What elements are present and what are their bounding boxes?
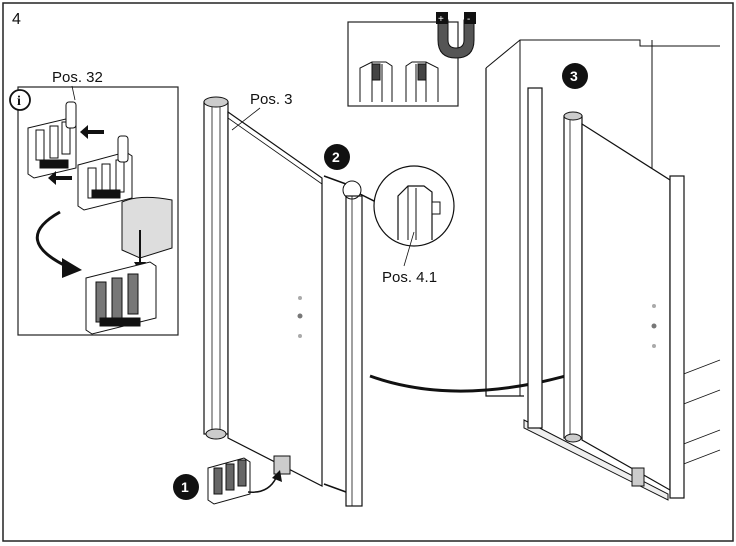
pos3-label: Pos. 3 (250, 91, 293, 108)
step2-number: 2 (332, 149, 340, 165)
installed-door (485, 39, 721, 501)
push-arrow-icon (80, 125, 104, 139)
glass-edge (121, 196, 173, 259)
push-arrow-icon (48, 171, 72, 185)
magnet-inset: + - (347, 12, 476, 107)
clip-part-lower (77, 135, 133, 211)
clip-part-upper (27, 101, 77, 179)
magnet-profile-left (359, 61, 393, 102)
info-icon (9, 89, 31, 111)
step-badge-3: 3 (562, 63, 588, 89)
step-badge-2: 2 (324, 144, 350, 170)
magnet-profile-right (405, 61, 439, 102)
step-badge-1: 1 (173, 474, 199, 500)
rotate-arrow-icon (35, 210, 71, 270)
step1-number: 1 (181, 479, 189, 495)
clip-assembled (85, 261, 157, 335)
info-box: i Pos. 32 (9, 69, 179, 336)
step-number: 4 (12, 11, 21, 28)
step3-number: 3 (570, 68, 578, 84)
pos32-label: Pos. 32 (52, 69, 103, 86)
rotate-arrow-icon (62, 258, 82, 278)
pos41-label: Pos. 4.1 (382, 269, 437, 286)
step1-arrow-icon (247, 477, 277, 493)
magnet-minus-label: - (467, 14, 470, 25)
profile-detail-zoom (342, 165, 455, 247)
door-panel-left (203, 96, 363, 507)
magnet-plus-label: + (438, 14, 444, 25)
info-icon-label: i (17, 94, 21, 109)
bottom-clip (273, 455, 291, 475)
step1-clip (207, 457, 251, 505)
